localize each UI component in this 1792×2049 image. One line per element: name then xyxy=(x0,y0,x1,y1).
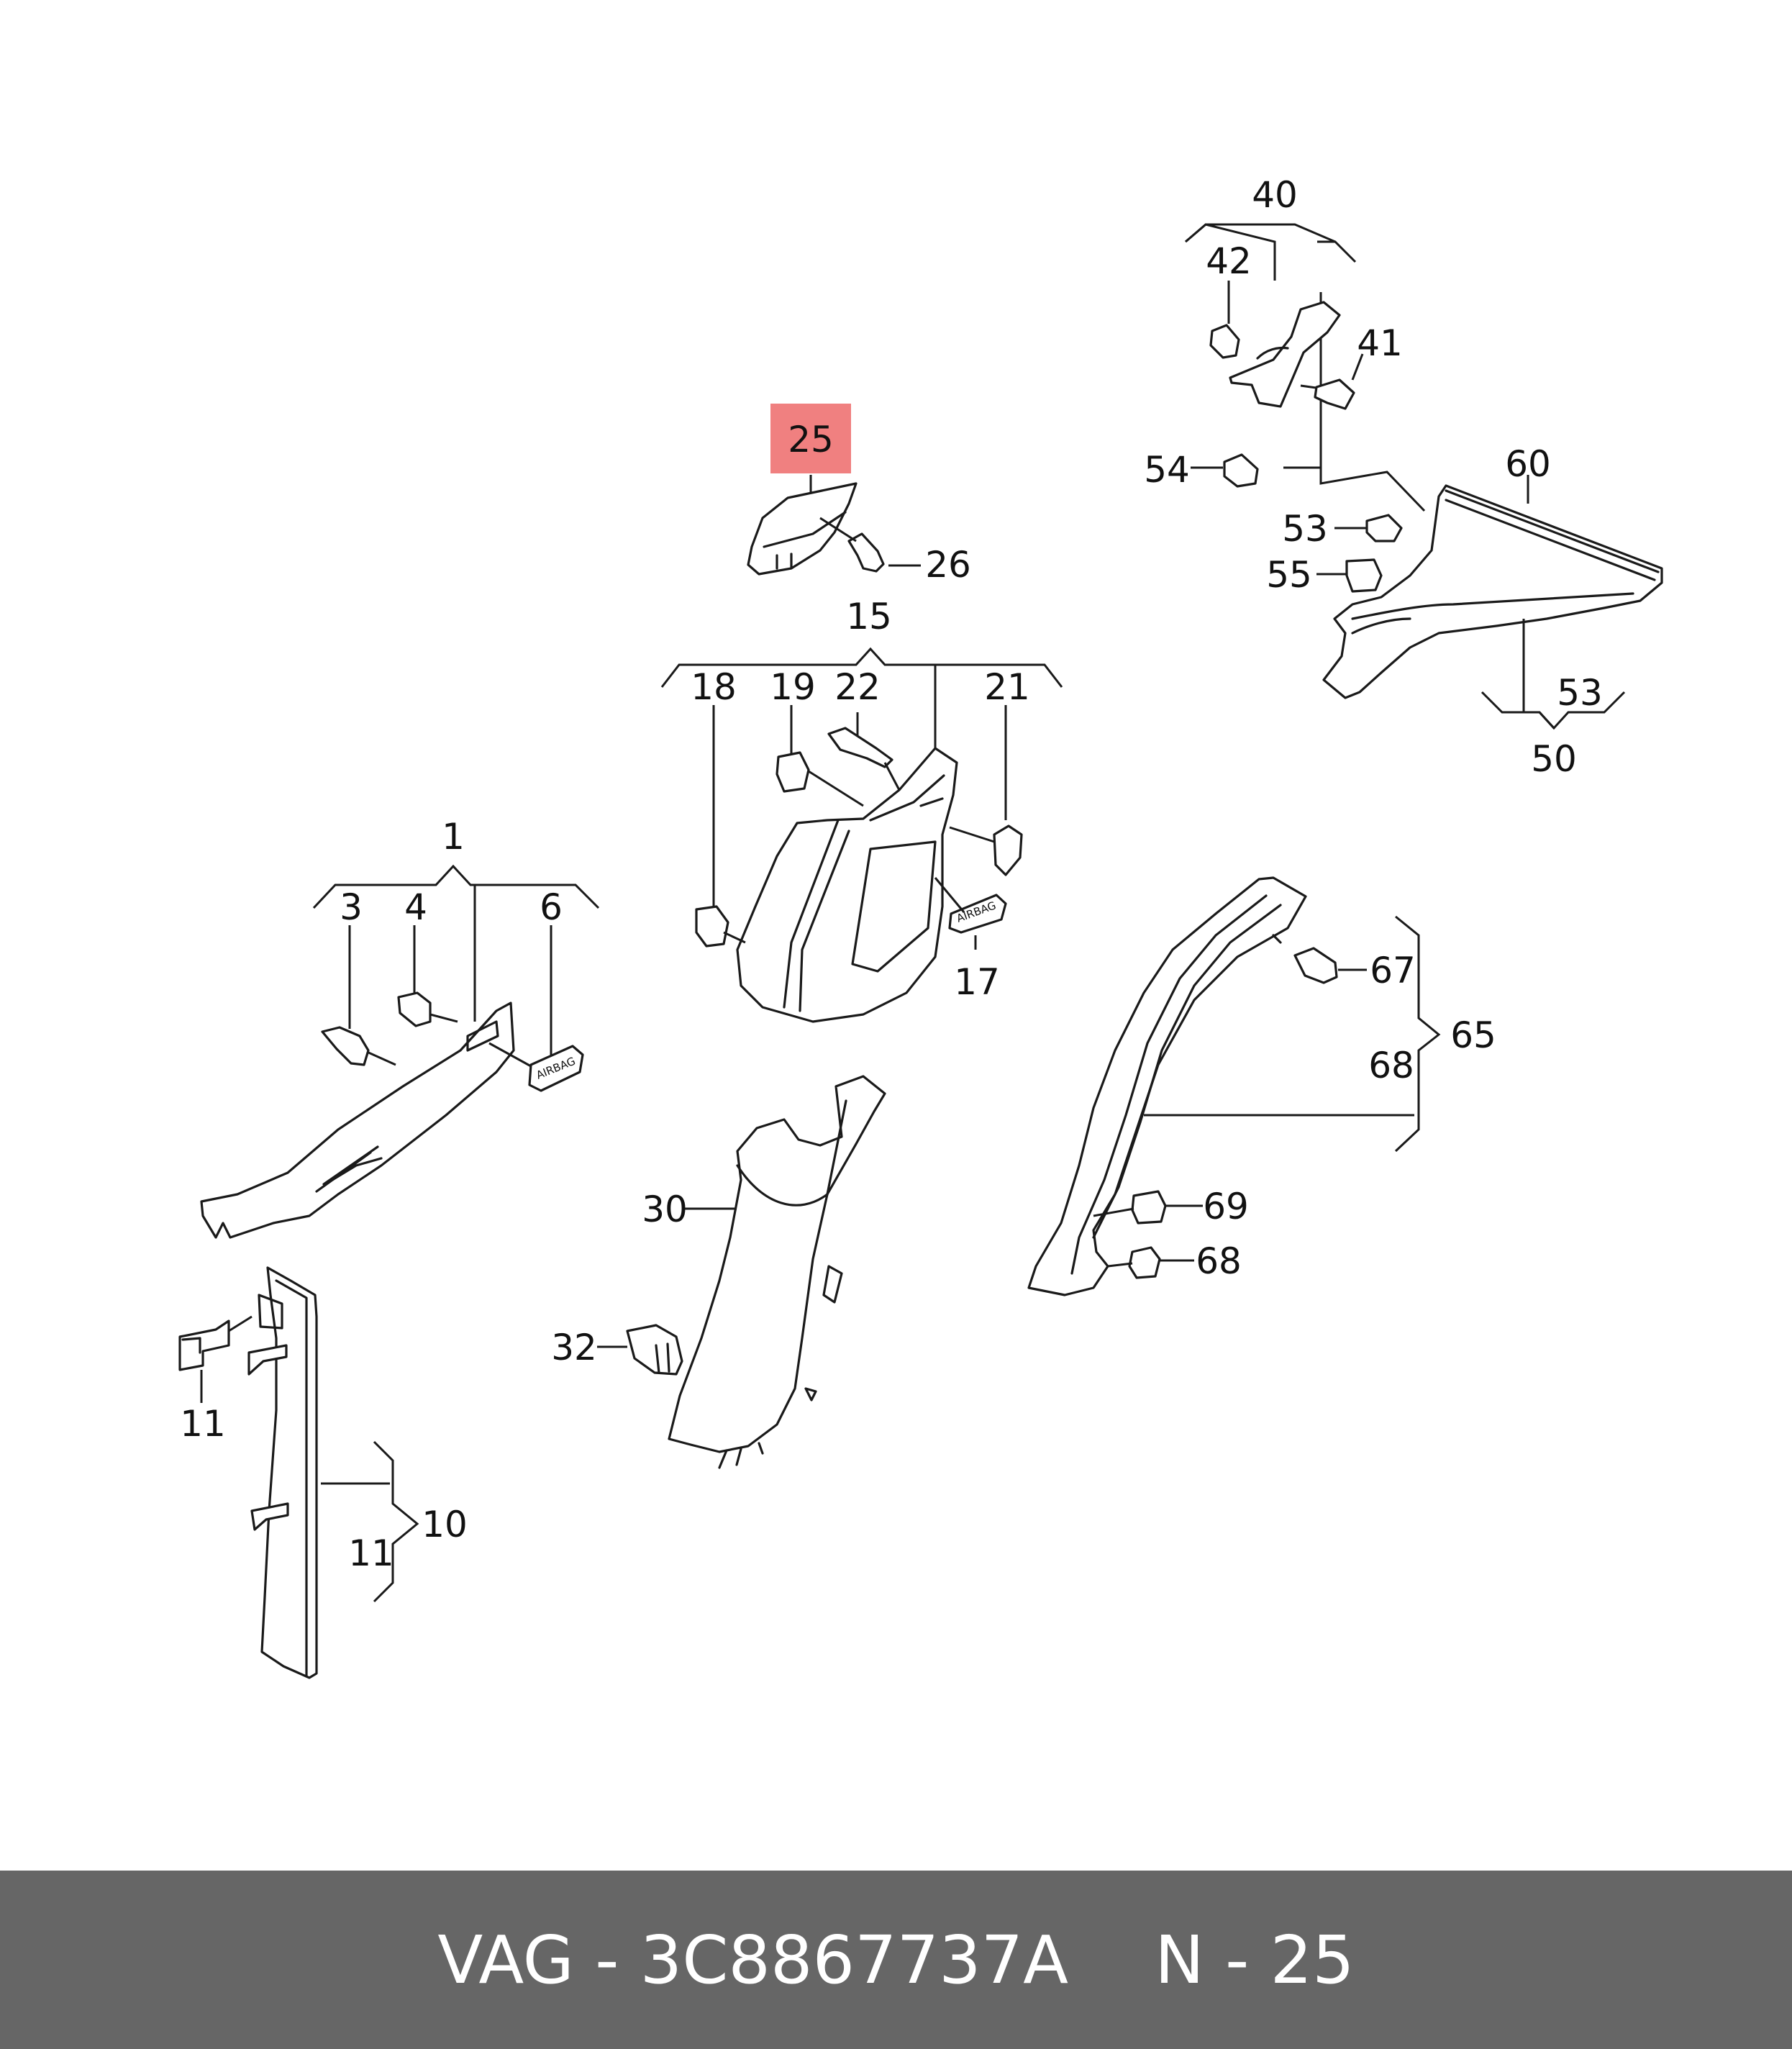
part-group-10 xyxy=(178,1266,419,1679)
airbag-badge-17 xyxy=(948,894,1007,934)
clip-3 xyxy=(321,1026,370,1066)
callout-53-upper: 53 xyxy=(1282,508,1328,550)
clip-68 xyxy=(1128,1246,1161,1279)
callout-69: 69 xyxy=(1203,1186,1249,1227)
callout-26: 26 xyxy=(925,544,971,586)
callout-15: 15 xyxy=(846,596,892,637)
callout-42: 42 xyxy=(1206,240,1252,282)
part-number-text: VAG - 3C8867737A xyxy=(437,1921,1069,1999)
clip-4 xyxy=(397,991,432,1027)
callout-3: 3 xyxy=(340,886,363,928)
bracket-40 xyxy=(1229,301,1341,408)
callout-18: 18 xyxy=(691,666,737,708)
clip-32 xyxy=(626,1324,683,1376)
callout-40: 40 xyxy=(1252,174,1298,216)
clip-69 xyxy=(1131,1190,1167,1225)
clip-18 xyxy=(695,905,729,948)
part-group-65 xyxy=(1027,876,1441,1296)
clip-11-mid xyxy=(247,1344,288,1376)
callout-30: 30 xyxy=(642,1189,688,1230)
trim-10 xyxy=(260,1266,318,1679)
part-25 xyxy=(747,482,858,576)
callout-19: 19 xyxy=(770,666,816,708)
screw-26 xyxy=(847,532,885,573)
screw-22 xyxy=(827,727,893,768)
trim-60 xyxy=(1322,484,1663,699)
part-group-30 xyxy=(597,1075,886,1469)
part-group-60 xyxy=(1191,453,1663,730)
callout-41: 41 xyxy=(1357,322,1403,364)
callout-21: 21 xyxy=(984,666,1030,708)
part-group-1: AIRBAG xyxy=(200,864,600,1239)
callout-53-lower: 53 xyxy=(1557,672,1603,714)
clip-55 xyxy=(1345,558,1383,593)
callout-60: 60 xyxy=(1505,443,1551,485)
clip-54 xyxy=(1223,453,1259,488)
trim-15 xyxy=(736,747,958,1023)
callout-68-lower: 68 xyxy=(1196,1240,1242,1282)
part-number-banner: VAG - 3C8867737A N - 25 xyxy=(0,1871,1792,2049)
callout-54: 54 xyxy=(1144,449,1190,491)
clip-53 xyxy=(1365,514,1403,542)
clip-21 xyxy=(993,824,1023,876)
callout-22: 22 xyxy=(834,666,881,708)
callout-67: 67 xyxy=(1370,950,1416,991)
callout-11-lower: 11 xyxy=(348,1532,394,1574)
bracket-42 xyxy=(1209,324,1240,359)
callout-32: 32 xyxy=(551,1327,597,1368)
callout-65: 65 xyxy=(1450,1014,1496,1056)
clip-19 xyxy=(776,751,810,793)
screw-41 xyxy=(1314,378,1355,410)
callout-1: 1 xyxy=(442,816,465,858)
part-group-25 xyxy=(747,475,921,576)
clip-11-upper xyxy=(178,1319,230,1371)
parts-diagram: AIRBAG AIRBAG xyxy=(178,174,1663,1679)
callout-11-upper: 11 xyxy=(180,1403,226,1445)
callout-50: 50 xyxy=(1531,738,1577,780)
airbag-badge-6 xyxy=(528,1045,584,1092)
clip-11-lower xyxy=(250,1502,289,1531)
trim-30 xyxy=(668,1075,886,1453)
trim-65 xyxy=(1027,876,1307,1296)
callout-25: 25 xyxy=(788,419,834,460)
part-group-40 xyxy=(1185,223,1364,468)
callout-55: 55 xyxy=(1266,554,1312,596)
part-group-15: AIRBAG xyxy=(660,647,1063,1023)
callout-10: 10 xyxy=(422,1504,468,1545)
clip-67 xyxy=(1293,947,1338,984)
callout-17: 17 xyxy=(954,961,1000,1003)
callout-6: 6 xyxy=(540,886,563,928)
trim-1 xyxy=(200,1001,515,1239)
position-number-text: N - 25 xyxy=(1155,1921,1355,1999)
highlight-box xyxy=(770,404,851,473)
callout-4: 4 xyxy=(404,886,427,928)
callout-labels: 40 42 41 54 60 53 55 53 50 25 26 15 18 1… xyxy=(180,174,1603,1574)
callout-68-upper: 68 xyxy=(1368,1045,1414,1086)
